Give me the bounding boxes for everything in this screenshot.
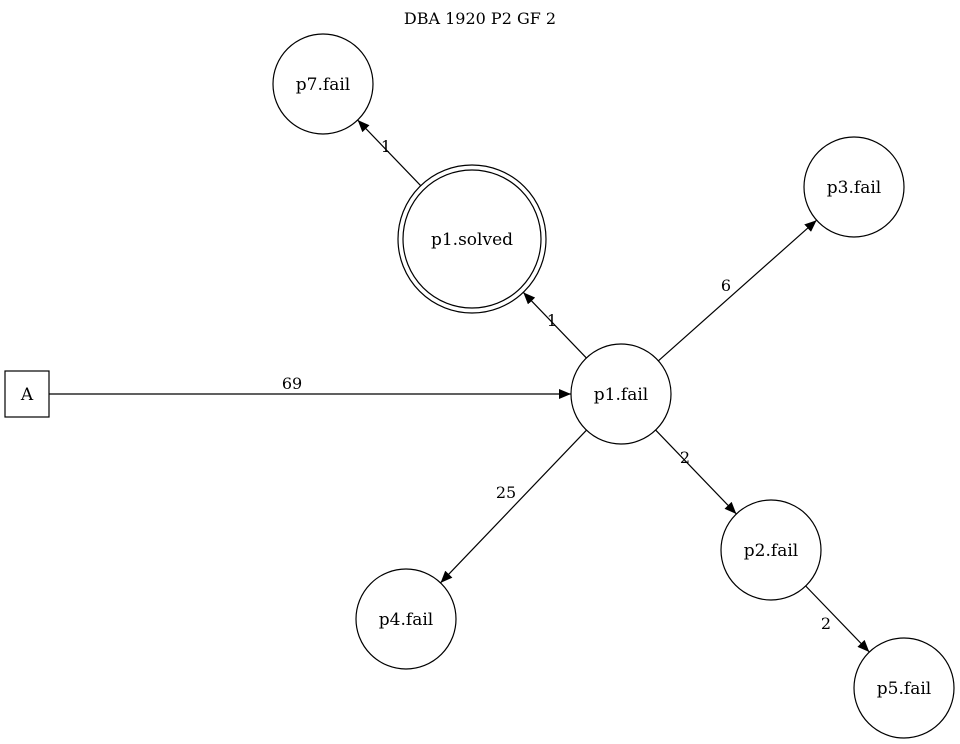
edge-p1_fail-to-p1_solved [522,291,587,359]
node-p1-fail: p1.fail [570,343,672,445]
edge-p1_fail-to-p2_fail [655,429,737,515]
node-A: A [4,370,50,418]
edge-p1_fail-to-p4_fail [440,429,587,584]
node-p5-fail: p5.fail [853,637,955,739]
edge-p1_fail-to-p3_fail [657,219,818,362]
node-p4-fail: p4.fail [355,568,457,670]
edges-layer: 69 1 1 6 2 25 2 [49,119,870,653]
edge-label-p1_solved-to-p7_fail: 1 [381,137,391,156]
edge-label-A-to-p1_fail: 69 [282,374,302,393]
edge-p1_solved-to-p7_fail [357,119,422,187]
node-label-p2-fail: p2.fail [744,541,798,561]
node-p7-fail: p7.fail [272,33,374,135]
node-label-p4-fail: p4.fail [379,610,433,630]
edge-label-p1_fail-to-p2_fail: 2 [680,448,690,467]
node-label-p3-fail: p3.fail [827,178,881,198]
edge-label-p1_fail-to-p4_fail: 25 [496,483,516,502]
diagram-title: DBA 1920 P2 GF 2 [404,9,556,28]
node-p1-solved: p1.solved [397,164,547,314]
node-label-p1-fail: p1.fail [594,385,648,405]
edge-label-p2_fail-to-p5_fail: 2 [821,614,831,633]
edge-label-p1_fail-to-p1_solved: 1 [547,311,557,330]
node-p3-fail: p3.fail [803,136,905,238]
node-label-p1-solved: p1.solved [431,230,513,250]
edge-p2_fail-to-p5_fail [805,585,870,653]
node-label-A: A [20,385,34,405]
edge-label-p1_fail-to-p3_fail: 6 [721,276,731,295]
node-label-p5-fail: p5.fail [877,679,931,699]
node-p2-fail: p2.fail [720,499,822,601]
node-label-p7-fail: p7.fail [296,75,350,95]
